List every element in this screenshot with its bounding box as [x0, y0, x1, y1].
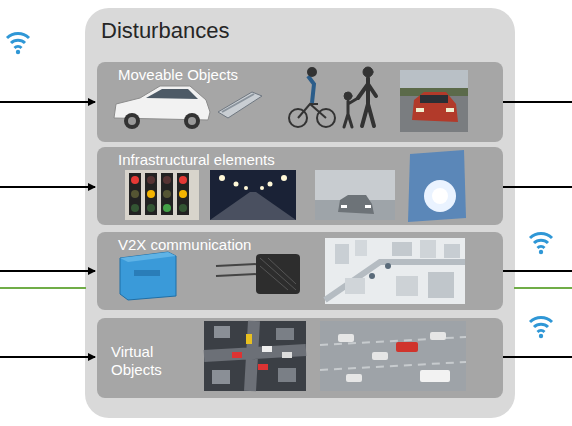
band-heading: Virtual Objects [111, 343, 191, 379]
street-lights-photo [210, 170, 296, 220]
cyclist [289, 68, 335, 127]
wifi-icon [530, 318, 552, 339]
road-photo [400, 70, 468, 132]
glare-photo [408, 150, 466, 222]
category-band: V2X communication [97, 232, 503, 310]
scooter-board [218, 92, 262, 118]
car-icon [114, 86, 210, 129]
simulation-highway [320, 321, 466, 391]
v2x-unit [120, 252, 176, 300]
city-render [325, 238, 465, 304]
green-line [0, 287, 572, 289]
wifi-icon [530, 234, 552, 255]
pedestrians [344, 67, 376, 127]
band-heading: Infrastructural elements [118, 151, 275, 169]
fog-photo [315, 170, 395, 220]
input-arrows [0, 102, 95, 357]
category-band: Moveable Objects [97, 62, 503, 142]
panel-title: Disturbances [101, 18, 229, 44]
simulation-intersection [204, 321, 306, 391]
band-heading: V2X communication [118, 236, 251, 254]
traffic-lights-photo [125, 170, 199, 220]
category-band: Infrastructural elements [97, 147, 503, 225]
disturbances-panel: DisturbancesMoveable ObjectsInfrastructu… [85, 8, 515, 418]
v2x-antenna-box [216, 254, 300, 294]
category-band: Virtual Objects [97, 318, 503, 398]
wifi-icon [7, 34, 29, 55]
band-heading: Moveable Objects [118, 66, 238, 84]
output-lines [503, 102, 572, 357]
